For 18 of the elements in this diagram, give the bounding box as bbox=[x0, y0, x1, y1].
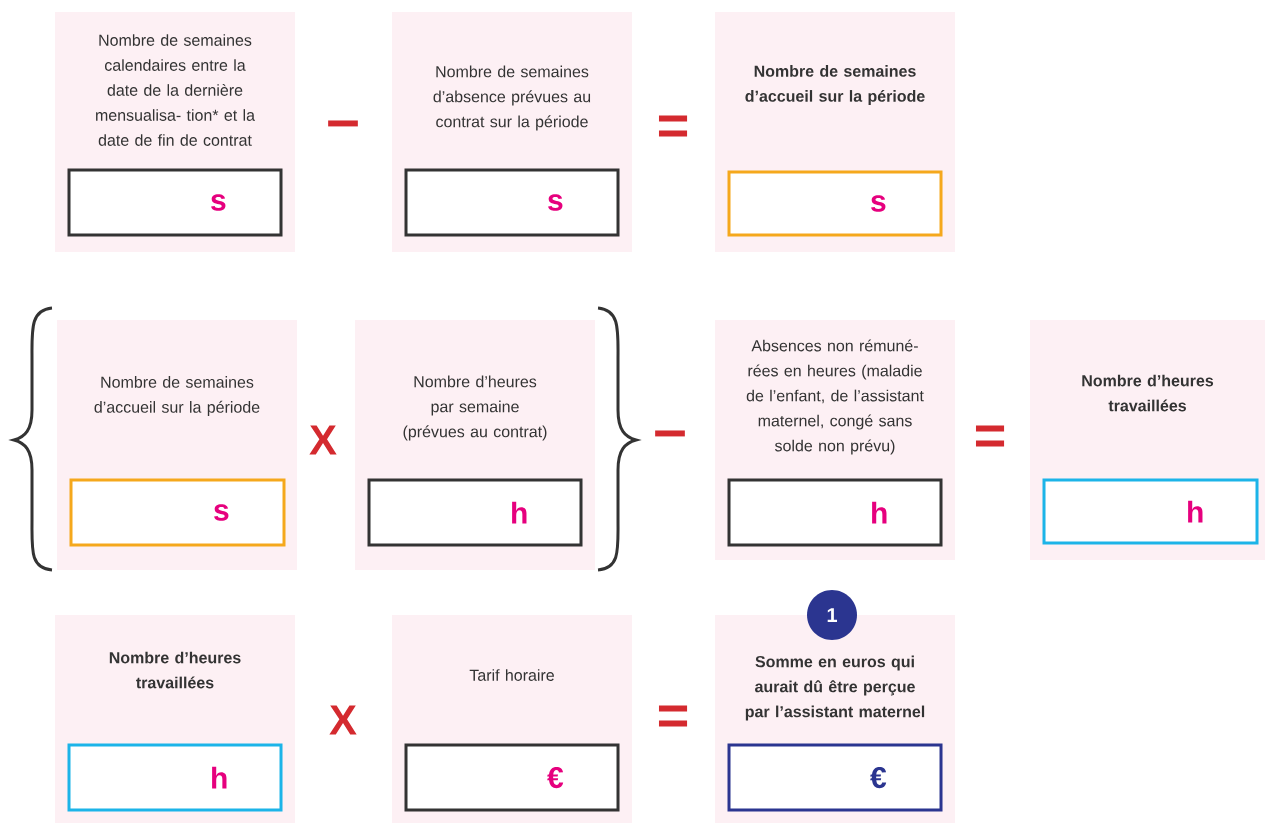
equals-sign: = bbox=[976, 425, 1005, 447]
input-field: s bbox=[69, 478, 286, 547]
input-field: € bbox=[727, 743, 943, 812]
minus-sign: – bbox=[655, 430, 685, 437]
input-field: h bbox=[727, 478, 943, 547]
multiplication-sign: X bbox=[309, 425, 337, 455]
input-field: h bbox=[367, 478, 583, 547]
equals-sign: = bbox=[659, 115, 688, 137]
number-badge: 1 bbox=[807, 590, 857, 640]
equals-sign: = bbox=[659, 705, 688, 727]
input-field: s bbox=[404, 168, 620, 237]
input-field: s bbox=[67, 168, 283, 237]
input-field: s bbox=[727, 170, 943, 237]
input-field: h bbox=[1042, 478, 1259, 545]
input-field: € bbox=[404, 743, 620, 812]
input-field: h bbox=[67, 743, 283, 812]
minus-sign: – bbox=[328, 120, 358, 127]
multiplication-sign: X bbox=[329, 705, 357, 735]
